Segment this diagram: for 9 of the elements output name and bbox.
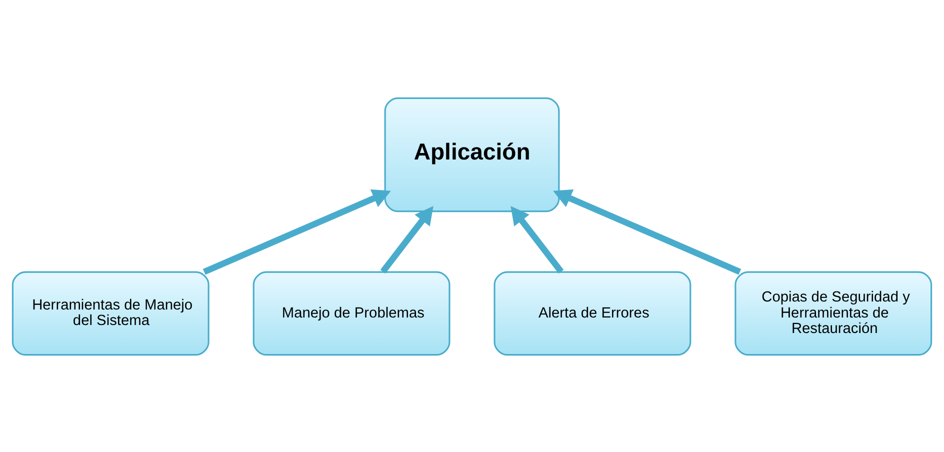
node-box: Herramientas de Manejo del Sistema [12,270,210,356]
node-box: Aplicación [384,96,560,212]
node-box: Copias de Seguridad y Herramientas de Restauración [734,270,932,356]
node-box: Alerta de Errores [494,270,692,356]
arrow [202,188,391,274]
arrow [510,206,564,274]
arrow [553,188,742,274]
node-box: Manejo de Problemas [252,270,450,356]
arrow [380,206,434,274]
